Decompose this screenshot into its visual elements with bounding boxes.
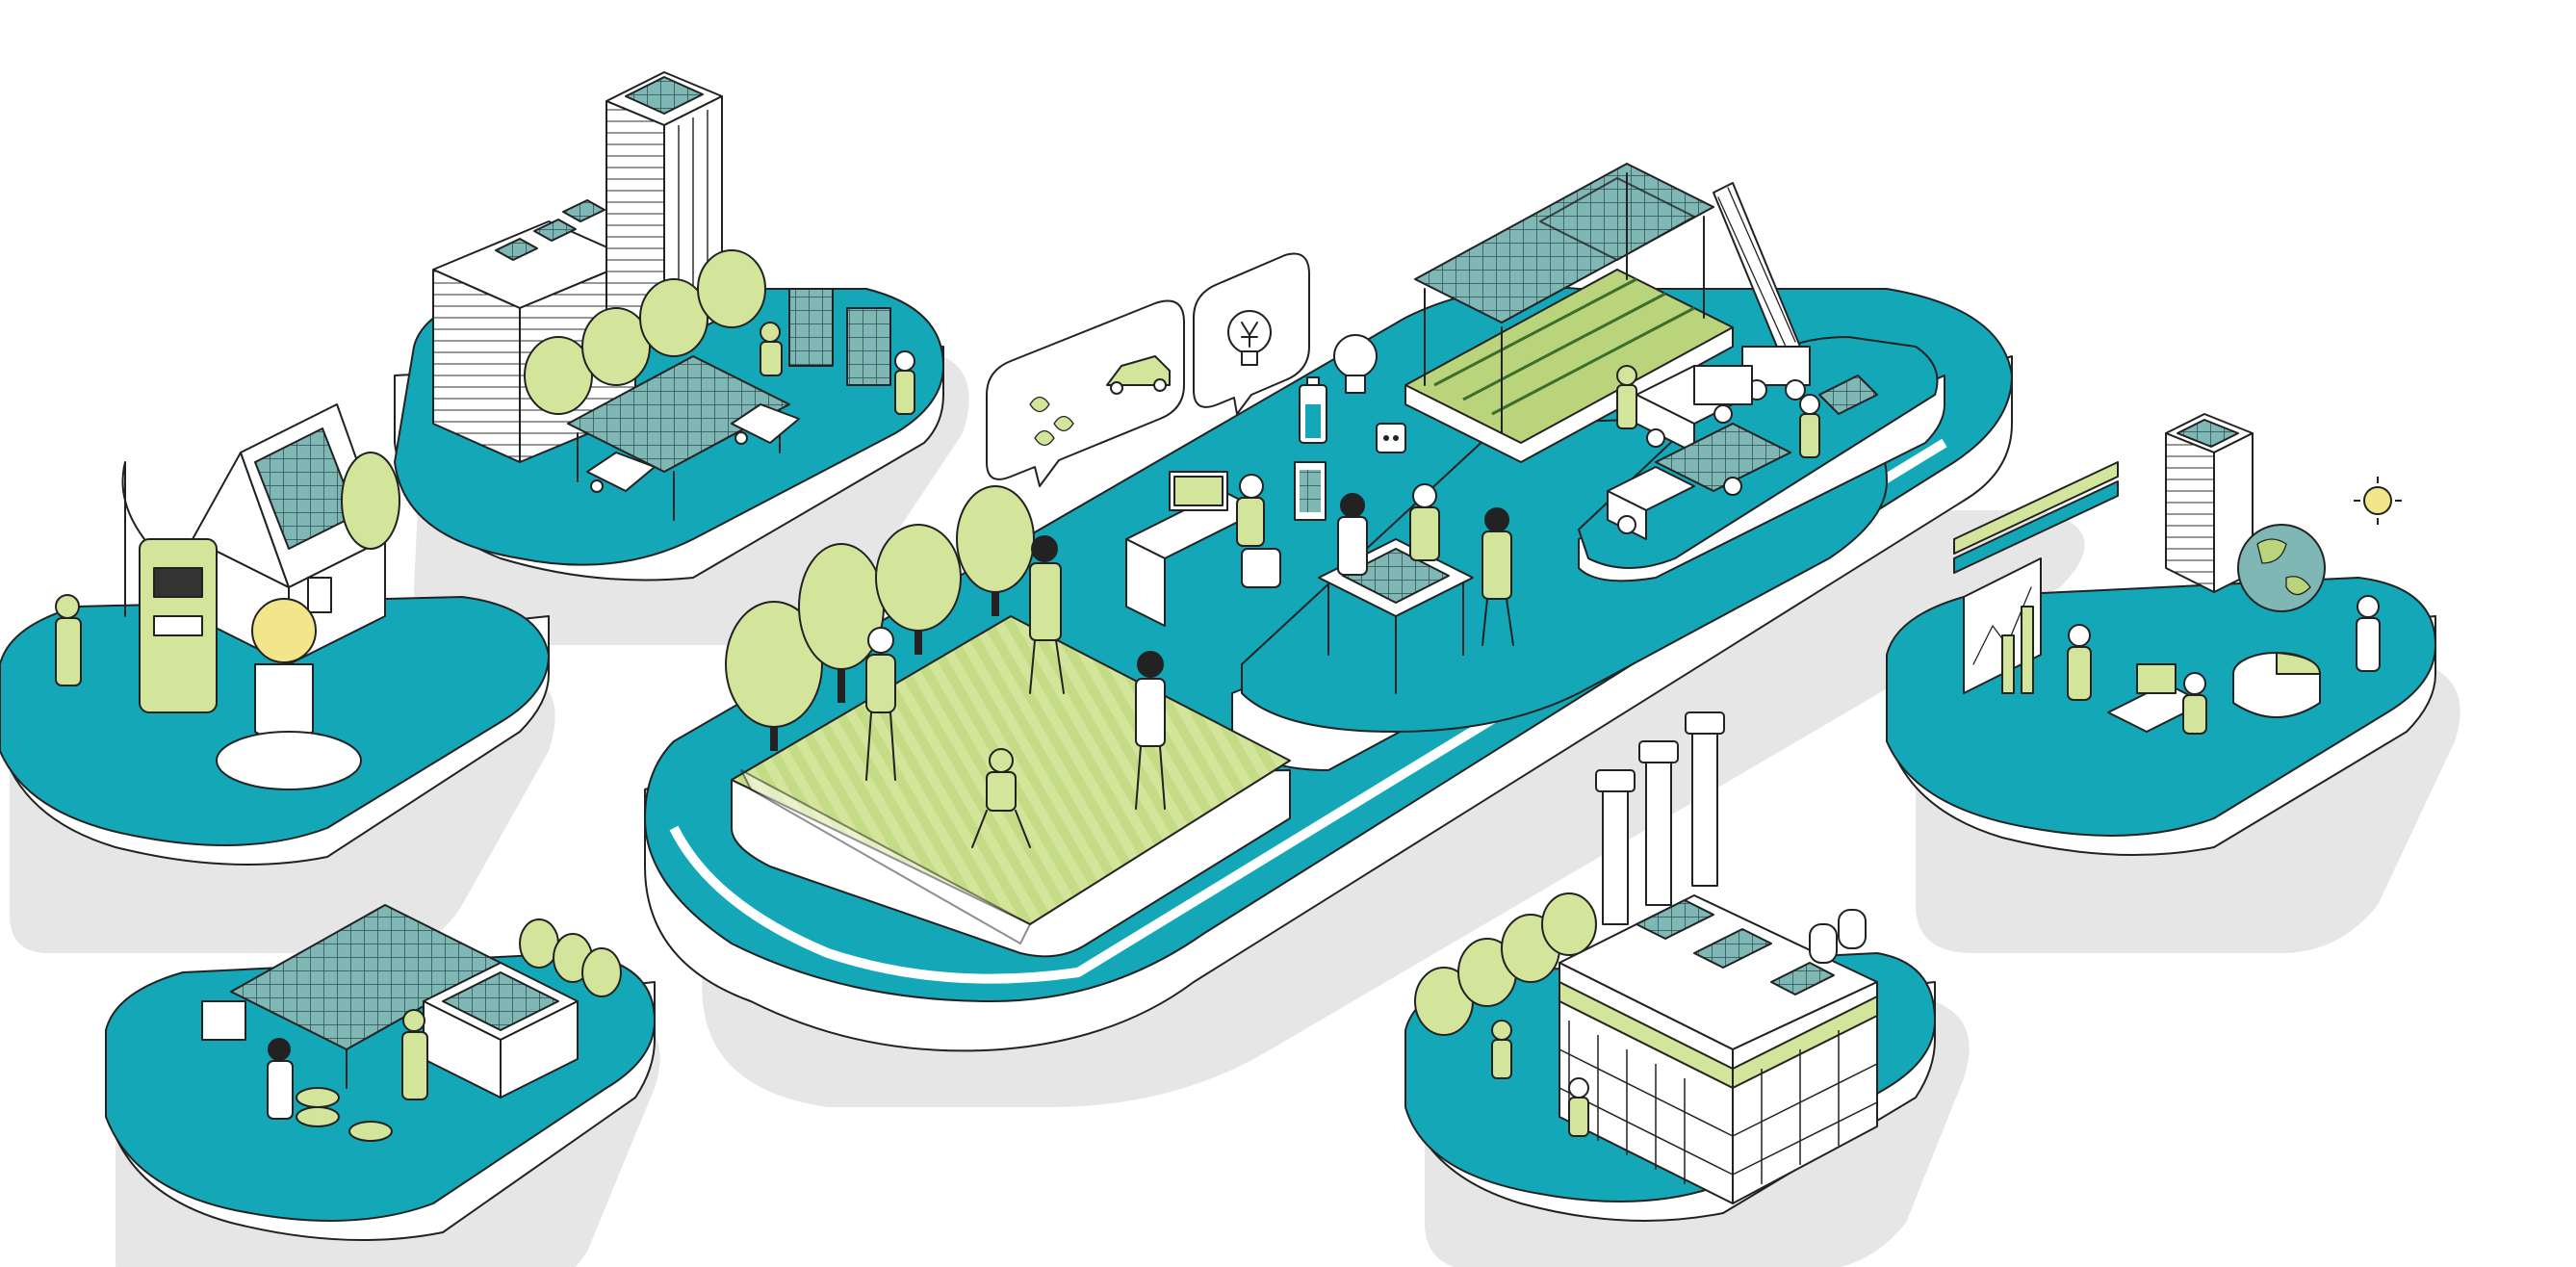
crane-icon	[1713, 182, 1811, 401]
car-icon	[586, 452, 656, 493]
warehouse-icon	[423, 962, 579, 1099]
electric-car-icon	[1106, 355, 1171, 395]
worker-icon	[760, 322, 783, 376]
coin-stack-icon	[296, 1087, 393, 1142]
tree-row	[1414, 892, 1597, 1036]
worker-icon	[1568, 1077, 1589, 1137]
pie-chart-icon	[2232, 652, 2321, 718]
tree-row	[725, 485, 1035, 751]
person-icon	[55, 594, 82, 686]
tree-icon	[875, 524, 962, 655]
currency-yen-icon	[1241, 322, 1258, 348]
chimney-icon	[1595, 769, 1636, 925]
server-rack-icon	[1294, 461, 1327, 521]
person-icon	[1029, 535, 1065, 694]
power-outlet-icon	[1376, 423, 1406, 453]
sun-icon	[2354, 477, 2402, 525]
kneeling-person-icon	[971, 748, 1031, 848]
worker-icon	[894, 350, 915, 415]
truck-icon	[1607, 423, 1791, 540]
factory-icon	[1558, 894, 1878, 1204]
person-icon	[1337, 493, 1368, 576]
storage-tank-icon	[1809, 909, 1867, 964]
tree-icon	[956, 485, 1035, 616]
meeting-table-icon	[1318, 483, 1514, 694]
lightbulb-icon	[1227, 310, 1272, 366]
car-icon	[731, 403, 800, 445]
banner-sign-icon	[1953, 461, 2119, 574]
tree-row	[524, 249, 766, 415]
people-group-field	[865, 535, 1166, 848]
solar-panel-rack-icon	[788, 288, 891, 386]
office-desk-icon	[1125, 471, 1281, 627]
inverter-icon	[201, 1000, 246, 1041]
solar-carport-icon	[567, 355, 790, 521]
person-icon	[1481, 507, 1514, 646]
person-icon	[267, 1038, 294, 1120]
chimney-icon	[1685, 711, 1725, 887]
globe-icon	[2237, 524, 2326, 612]
lightbulb-icon	[1333, 334, 1378, 394]
person-icon	[1409, 483, 1440, 561]
person-icon	[865, 627, 896, 781]
ev-speech-bubble	[986, 299, 1185, 487]
person-icon	[2182, 672, 2207, 735]
agrivoltaic-greenhouse-icon	[1404, 163, 1734, 463]
bar-chart-icon	[1963, 557, 2042, 694]
person-icon	[2067, 624, 2092, 701]
person-icon	[401, 1009, 428, 1100]
tree-icon	[341, 452, 400, 550]
person-icon	[2356, 595, 2381, 672]
battery-icon	[1299, 376, 1327, 444]
worker-icon	[1616, 365, 1637, 429]
truck-icon	[1636, 365, 1753, 453]
person-icon	[1135, 651, 1166, 810]
tree-icon	[725, 601, 823, 751]
house-icon	[192, 403, 386, 665]
chimney-icon	[1638, 740, 1679, 906]
charging-station-icon	[121, 461, 218, 713]
tree-row	[519, 918, 622, 997]
lightbulb-icon	[216, 598, 362, 790]
worker-icon	[1799, 375, 1878, 458]
leaf-icon	[1029, 396, 1074, 447]
worker-icon	[1491, 1020, 1512, 1079]
idea-speech-bubble	[1193, 252, 1310, 415]
